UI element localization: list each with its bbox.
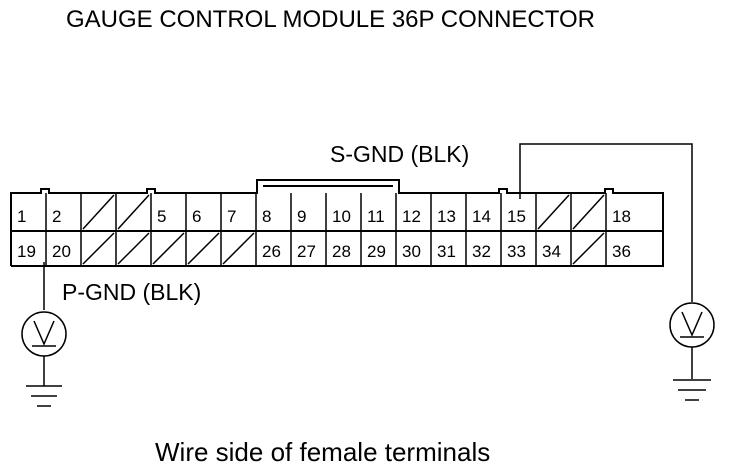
terminal-number: 34: [542, 242, 561, 261]
voltmeter-icon: [669, 302, 715, 379]
terminal-number: 11: [367, 207, 385, 226]
ground-icon: [673, 379, 711, 401]
terminal-number: 5: [157, 207, 166, 226]
empty-cavity-slash: [117, 232, 150, 265]
terminal-number: 6: [192, 207, 201, 226]
terminal-number: 9: [297, 207, 306, 226]
p-gnd-label: P-GND (BLK): [62, 279, 201, 305]
terminal-number: 20: [52, 242, 71, 261]
terminal-number: 33: [507, 242, 526, 261]
empty-cavity-slash: [222, 232, 255, 265]
s-gnd-label: S-GND (BLK): [330, 141, 469, 167]
voltmeter-icon: [21, 311, 67, 386]
s-gnd-wire: [519, 143, 693, 302]
empty-cavity-slash: [187, 232, 220, 265]
terminal-number: 2: [52, 207, 61, 226]
empty-cavity-slash: [572, 232, 605, 265]
diagram-caption: Wire side of female terminals: [155, 437, 490, 467]
diagram-title: GAUGE CONTROL MODULE 36P CONNECTOR: [66, 6, 595, 33]
terminal-number: 32: [472, 242, 491, 261]
terminal-number: 8: [262, 207, 271, 226]
connector-housing: [10, 179, 664, 267]
empty-cavity-slash: [537, 194, 570, 230]
terminal-number: 28: [332, 242, 351, 261]
empty-cavity-slash: [117, 194, 150, 230]
terminal-number: 18: [612, 207, 631, 226]
empty-cavity-slash: [572, 194, 605, 230]
terminal-number: 1: [17, 207, 26, 226]
terminal-number: 13: [437, 207, 456, 226]
empty-cavity-slash: [152, 232, 185, 265]
empty-cavity-slash: [82, 232, 115, 265]
terminal-number: 27: [297, 242, 316, 261]
terminal-number: 12: [402, 207, 421, 226]
terminal-number: 29: [367, 242, 386, 261]
terminal-number: 26: [262, 242, 281, 261]
empty-cavity-slash: [82, 194, 115, 230]
ground-icon: [26, 385, 62, 407]
terminal-number: 36: [612, 242, 631, 261]
terminal-number: 19: [17, 242, 36, 261]
terminal-number: 15: [507, 207, 526, 226]
terminal-number: 30: [402, 242, 421, 261]
terminal-number: 31: [437, 242, 456, 261]
terminal-number: 14: [472, 207, 491, 226]
terminal-number: 7: [227, 207, 236, 226]
terminal-number: 10: [332, 207, 351, 226]
